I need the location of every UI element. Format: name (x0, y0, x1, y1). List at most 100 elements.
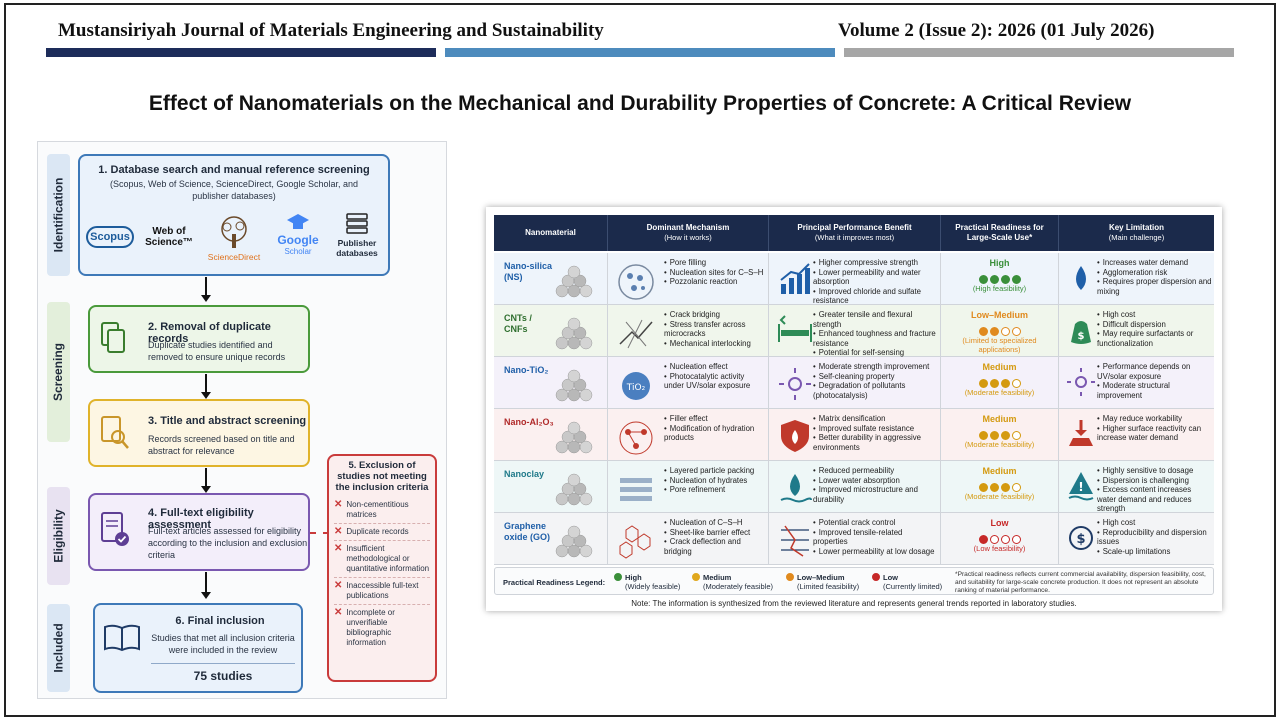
readiness-note: (Limited to specialized applications) (962, 336, 1037, 354)
header-limitation: Key Limitation(Main challenge) (1108, 223, 1165, 242)
readiness-level: Low–Medium (970, 310, 1028, 320)
readiness-dot (1011, 431, 1021, 440)
legend-item-high: High(Widely feasible) (613, 573, 680, 591)
readiness-dot (1000, 379, 1010, 388)
cell-benefit: Moderate strength improvementSelf-cleani… (769, 357, 941, 408)
cell-mechanism: TiO₂ Nucleation effectPhotocatalytic act… (608, 357, 769, 408)
sun-icon (779, 368, 811, 400)
duplicate-docs-icon (101, 322, 125, 353)
legend-title: Practical Readiness Legend: (503, 578, 606, 587)
readiness-dot (989, 275, 999, 284)
readiness-level: High (989, 258, 1010, 268)
slide-frame (4, 3, 1276, 717)
readiness-dot (1011, 275, 1021, 284)
open-book-icon (104, 624, 140, 652)
benefit-item: Greater tensile and flexural strength (813, 310, 939, 329)
readiness-legend: Practical Readiness Legend: High(Widely … (494, 567, 1214, 595)
step4-title: 4. Full-text eligibility assessment (148, 507, 254, 531)
cell-benefit: Greater tensile and flexural strengthEnh… (769, 305, 941, 357)
mechanism-icon: TiO₂ (622, 372, 650, 400)
mechanism-icon (619, 319, 653, 349)
step5-exclusion-box: 5. Exclusion of studies not meeting the … (327, 454, 437, 682)
benefit-item: Improved tensile-related properties (813, 528, 939, 547)
header-benefit: Principal Performance Benefit(What it im… (769, 215, 941, 251)
step6-text: Studies that met all inclusion criteria … (151, 633, 295, 655)
mechanism-item: Crack deflection and bridging (664, 537, 766, 556)
readiness-footnote: *Practical readiness reflects current co… (955, 571, 1206, 594)
cell-nanomaterial: Nano-Al₂O₃ (494, 409, 608, 460)
arrow-2-3 (201, 374, 211, 399)
mechanism-item: Filler effect (664, 414, 766, 424)
svg-text:TiO₂: TiO₂ (626, 383, 646, 393)
mechanism-item: Pozzolanic reaction (664, 277, 766, 287)
arrow-4-6 (201, 572, 211, 599)
limitation-item: Dispersion is challenging (1097, 476, 1212, 486)
header-mechanism: Dominant Mechanism(How it works) (608, 215, 769, 251)
mechanism-item: Stress transfer across microcracks (664, 320, 766, 339)
sciencedirect-logo: ScienceDirect (204, 216, 264, 262)
readiness-dots (941, 427, 1058, 445)
mechanism-item: Modification of hydration products (664, 424, 766, 443)
exclusion-item: ✕Inaccessible full-text publications (334, 578, 430, 605)
cell-mechanism: Nucleation of C–S–HSheet-like barrier ef… (608, 513, 769, 564)
x-icon: ✕ (334, 499, 343, 510)
benefit-item: Self-cleaning property (813, 372, 939, 382)
water-drop-icon (1076, 266, 1086, 290)
exclusion-item: ✕Duplicate records (334, 524, 430, 541)
limitation-item: May reduce workability (1097, 414, 1212, 424)
step6-final-inclusion: 6. Final inclusion Studies that met all … (93, 603, 303, 693)
readiness-dots (941, 271, 1058, 289)
benefit-item: Reduced permeability (813, 466, 939, 476)
limitation-item: Difficult dispersion (1097, 320, 1212, 330)
readiness-dot (1011, 327, 1021, 336)
readiness-dot (978, 535, 988, 544)
cell-limitation: May reduce workabilityHigher surface rea… (1059, 409, 1214, 460)
step2-text: Duplicate studies identified and removed… (148, 340, 286, 362)
mechanism-item: Layered particle packing (664, 466, 766, 476)
cell-limitation: $ High costDifficult dispersionMay requi… (1059, 305, 1214, 356)
step3-title-abstract-screening: 3. Title and abstract screening Records … (88, 399, 310, 467)
step6-title: 6. Final inclusion (175, 615, 265, 627)
header-bar-blue (445, 48, 835, 57)
stage-identification: Identification (47, 154, 70, 276)
arrow-1-2 (201, 277, 211, 302)
benefit-item: Improved sulfate resistance (813, 424, 939, 434)
mechanism-item: Nucleation of hydrates (664, 476, 766, 486)
wos-logo: Web of Science™ (145, 226, 193, 248)
readiness-level: Medium (982, 466, 1017, 476)
cell-nanomaterial: Nano-silica (NS) (494, 253, 608, 304)
books-icon (346, 213, 368, 234)
readiness-dot (978, 431, 988, 440)
readiness-dot (1000, 327, 1010, 336)
limitation-item: Excess content increases water demand an… (1097, 485, 1212, 514)
cell-readiness: Medium (Moderate feasibility) (941, 357, 1059, 408)
volume-info: Volume 2 (Issue 2): 2026 (01 July 2026) (838, 20, 1155, 41)
nanomaterials-table-panel: Nanomaterial Dominant Mechanism(How it w… (486, 207, 1222, 611)
limitation-item: Higher surface reactivity can increase w… (1097, 424, 1212, 443)
step3-text: Records screened based on title and abst… (148, 434, 295, 456)
nanomaterial-particles-icon (555, 265, 593, 298)
table-row: Nano-Al₂O₃ Filler effectModification of … (494, 409, 1214, 461)
readiness-dot (1000, 483, 1010, 492)
readiness-dot (978, 379, 988, 388)
step1-database-search: 1. Database search and manual reference … (78, 154, 390, 276)
readiness-note: (Moderate feasibility) (964, 492, 1035, 501)
readiness-dot (989, 483, 999, 492)
arrow-3-4 (201, 468, 211, 493)
google-scholar-logo: Google Scholar (274, 212, 322, 256)
mechanism-icon (619, 525, 651, 559)
legend-item-medium: Medium(Moderately feasible) (691, 573, 773, 591)
readiness-level: Medium (982, 414, 1017, 424)
exclusion-item: ✕Incomplete or unverifiable bibliographi… (334, 607, 395, 648)
svg-text:!: ! (1078, 480, 1083, 494)
mechanism-item: Sheet-like barrier effect (664, 528, 766, 538)
readiness-dot (978, 327, 988, 336)
cell-benefit: Reduced permeabilityLower water absorpti… (769, 461, 941, 512)
step4-full-text-assessment: 4. Full-text eligibility assessment Full… (88, 493, 310, 571)
readiness-dot (1000, 431, 1010, 440)
exclusion-item: ✕Insufficient methodological or quantita… (334, 541, 430, 578)
down-arrow-tray-icon (1069, 420, 1093, 446)
limitation-item: May require surfactants or functionaliza… (1097, 329, 1212, 348)
readiness-dot (989, 535, 999, 544)
crack-grid-icon (781, 525, 809, 557)
